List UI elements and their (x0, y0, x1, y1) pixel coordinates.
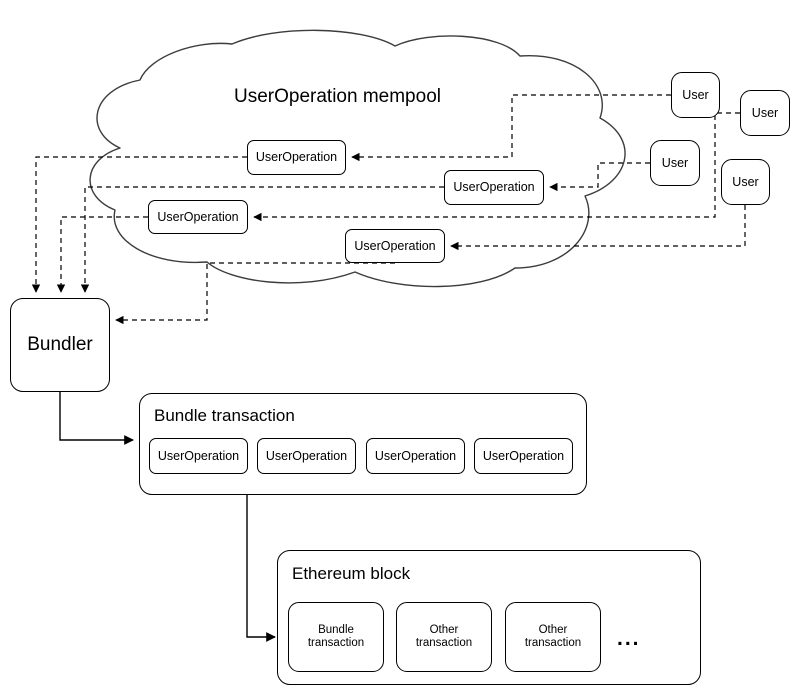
bundle-transaction-userop-1[interactable]: UserOperation (149, 438, 248, 474)
ethereum-block-more-indicator: ... (617, 627, 641, 650)
mempool-userop-4-label: UserOperation (354, 238, 436, 253)
mempool-userop-1[interactable]: UserOperation (247, 140, 346, 175)
mempool-userop-3[interactable]: UserOperation (148, 200, 248, 234)
bundle-transaction-userop-1-label: UserOperation (157, 448, 240, 463)
bundler-node[interactable]: Bundler (10, 298, 110, 392)
user-node-3[interactable]: User (650, 140, 700, 186)
mempool-userop-3-label: UserOperation (157, 209, 239, 224)
link-bundler-to-bundle-transaction (59, 392, 134, 445)
ethereum-block-container: Ethereum block Bundle transaction Other … (277, 550, 701, 685)
ethereum-block-tx-2-line1: Other (429, 623, 459, 636)
user-node-1[interactable]: User (671, 72, 720, 118)
bundle-transaction-userop-4[interactable]: UserOperation (474, 438, 573, 474)
user-node-1-label: User (682, 87, 709, 102)
bundler-label: Bundler (27, 334, 93, 356)
link-user3-to-userop2 (549, 162, 650, 192)
mempool-userop-4[interactable]: UserOperation (345, 229, 445, 263)
ethereum-block-tx-1-line2: transaction (307, 637, 365, 649)
bundle-transaction-userop-2[interactable]: UserOperation (257, 438, 356, 474)
mempool-title: UserOperation mempool (234, 86, 441, 107)
ethereum-block-tx-2-line2: transaction (415, 637, 473, 649)
user-node-2-label: User (751, 105, 779, 120)
ethereum-block-tx-2[interactable]: Other transaction (396, 602, 492, 672)
ethereum-block-tx-3[interactable]: Other transaction (505, 602, 601, 672)
ethereum-block-tx-3-line2: transaction (524, 637, 582, 649)
mempool-userop-2-label: UserOperation (453, 180, 535, 195)
ethereum-block-tx-1-line1: Bundle (318, 623, 354, 636)
user-node-4-label: User (732, 174, 759, 189)
ethereum-block-title: Ethereum block (292, 564, 411, 583)
mempool-userop-1-label: UserOperation (255, 150, 338, 165)
ethereum-block-tx-1[interactable]: Bundle transaction (288, 602, 384, 672)
user-node-2[interactable]: User (740, 90, 790, 136)
link-userop4-to-bundler (115, 262, 395, 325)
user-node-4[interactable]: User (721, 159, 770, 205)
user-node-3-label: User (661, 155, 689, 170)
bundle-transaction-userop-2-label: UserOperation (265, 448, 348, 463)
bundle-transaction-userop-4-label: UserOperation (482, 448, 565, 463)
bundle-transaction-title: Bundle transaction (154, 406, 295, 425)
bundle-transaction-userop-3-label: UserOperation (374, 448, 457, 463)
mempool-userop-2[interactable]: UserOperation (444, 170, 544, 205)
link-bundle-transaction-to-ethereum-block (246, 495, 276, 642)
ethereum-block-tx-3-line1: Other (538, 623, 568, 636)
bundle-transaction-container: Bundle transaction UserOperation UserOpe… (139, 393, 587, 495)
bundle-transaction-userop-3[interactable]: UserOperation (366, 438, 465, 474)
link-user4-to-userop4 (450, 205, 746, 251)
link-userop3-to-bundler (56, 216, 148, 293)
